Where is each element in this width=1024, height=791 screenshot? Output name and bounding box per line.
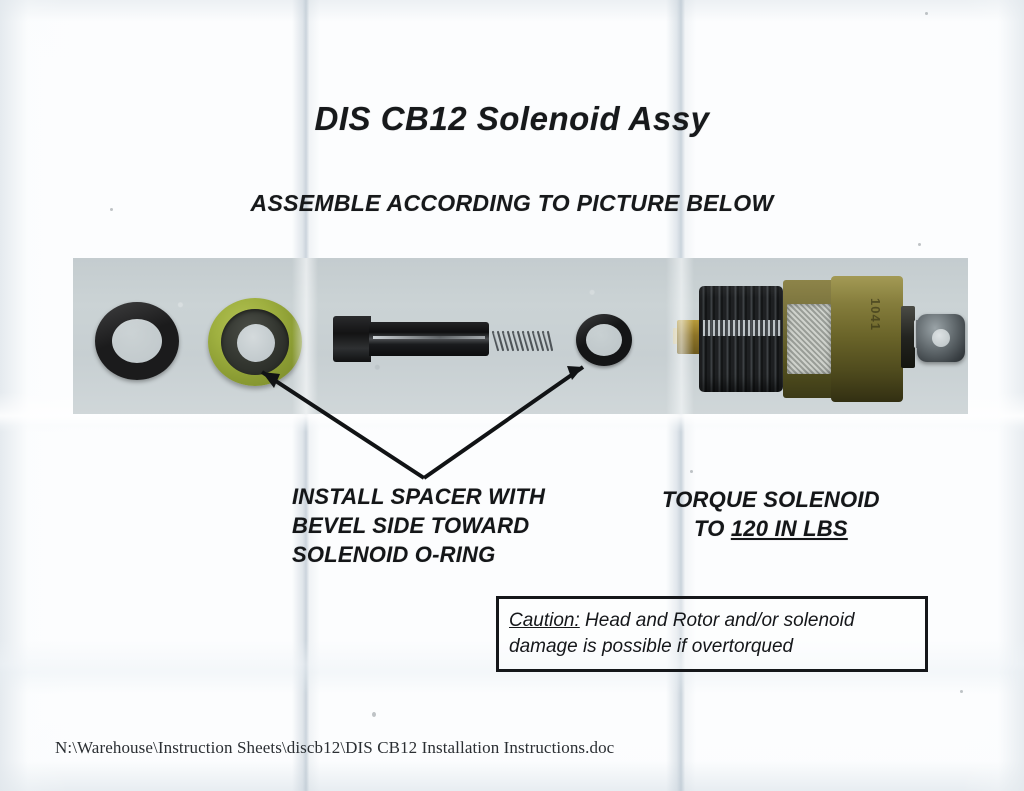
callout-torque-line-1: TORQUE SOLENOID (662, 487, 880, 512)
caution-label: Caution: (509, 610, 580, 631)
callout-torque-line-2: TO 120 IN LBS (662, 514, 880, 543)
footer-file-path: N:\Warehouse\Instruction Sheets\discb12\… (55, 738, 615, 757)
hex-nut-bore (932, 329, 950, 347)
solenoid-end-collar (901, 306, 915, 368)
solenoid-o-ring (576, 314, 632, 366)
caution-text: Caution: Head and Rotor and/or solenoid … (509, 608, 919, 660)
coil-spring (491, 330, 554, 352)
spacer-bore (237, 324, 275, 362)
caution-line-1: Head and Rotor and/or solenoid (579, 610, 855, 631)
caution-box (496, 596, 928, 672)
torque-value: 120 IN LBS (730, 516, 848, 542)
callout-torque-prefix: TO (693, 516, 731, 542)
solenoid-part-marking: 1041 (868, 298, 883, 331)
caution-line-2: damage is possible if overtorqued (509, 636, 794, 658)
black-tube-flange (333, 316, 371, 362)
photo-crease-right (666, 258, 694, 414)
callout-spacer-line-3: SOLENOID O-RING (292, 542, 496, 568)
callout-spacer-line-2: BEVEL SIDE TOWARD (292, 513, 530, 539)
callout-torque-solenoid: TORQUE SOLENOID TO 120 IN LBS (662, 485, 880, 543)
hex-nut (917, 314, 965, 362)
assembly-photo: 1041 (73, 258, 968, 414)
solenoid-knurled-band (787, 304, 831, 374)
black-tube-highlight (373, 336, 485, 339)
solenoid-body (831, 276, 903, 402)
spacer-bevel-face (221, 309, 289, 375)
solenoid-thread-highlight (703, 320, 781, 336)
solenoid-threaded-barrel (699, 286, 783, 392)
black-tube-shaft (369, 322, 489, 356)
page-subtitle: ASSEMBLE ACCORDING TO PICTURE BELOW (250, 190, 774, 216)
green-spacer (208, 298, 302, 386)
page-title: DIS CB12 Solenoid Assy (314, 100, 710, 137)
callout-spacer-line-1: INSTALL SPACER WITH (292, 484, 546, 509)
photo-crease-left (292, 258, 318, 414)
large-black-o-ring (95, 302, 179, 380)
callout-install-spacer: INSTALL SPACER WITH BEVEL SIDE TOWARD SO… (292, 482, 545, 569)
